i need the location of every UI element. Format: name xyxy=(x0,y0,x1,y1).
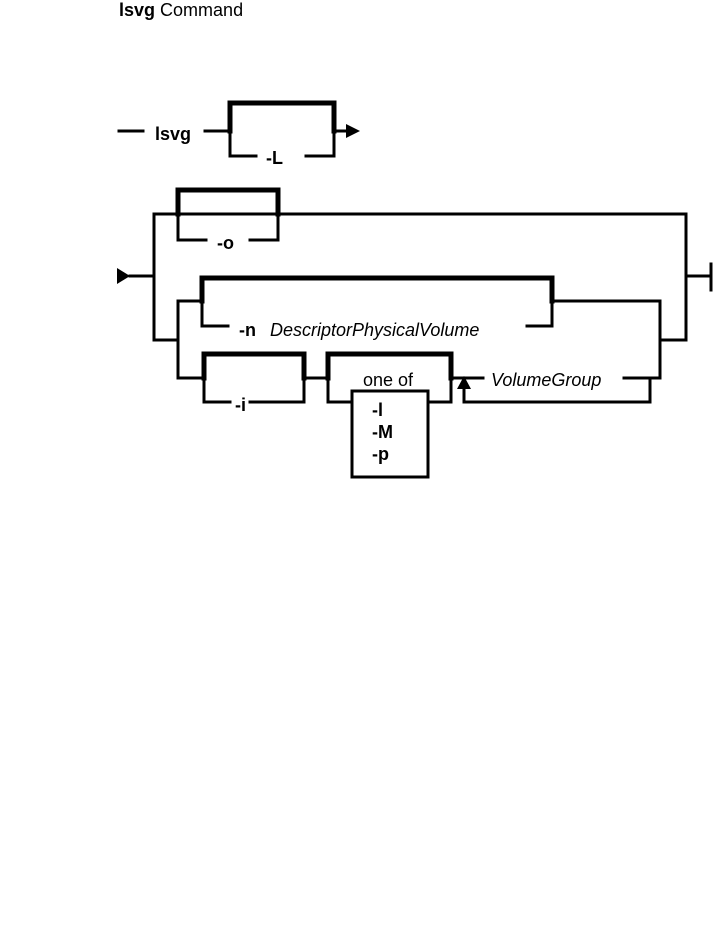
branch-one-of-right xyxy=(426,376,453,404)
branch-i-right xyxy=(248,376,306,404)
descriptor-pv: DescriptorPhysicalVolume xyxy=(270,320,479,340)
row-1: lsvg -L xyxy=(117,100,360,168)
sub-branch-left xyxy=(176,299,204,380)
option-L: -L xyxy=(266,148,283,168)
volume-group: VolumeGroup xyxy=(491,370,601,390)
repeat-loop xyxy=(462,376,652,404)
choice-p: -p xyxy=(372,444,389,464)
branch-one-of-left xyxy=(326,376,354,404)
branch-n-right xyxy=(525,299,554,328)
start-arrow-icon xyxy=(117,268,130,284)
bypass-o xyxy=(175,187,281,217)
branch-L-left xyxy=(228,129,258,158)
bypass-L xyxy=(227,100,337,134)
branch-o-left xyxy=(176,212,208,242)
row-2: -o -n DescriptorPhysicalVolume -i one of… xyxy=(117,187,713,479)
one-of-label: one of xyxy=(363,370,414,390)
branch-i-left xyxy=(202,376,232,404)
option-i: -i xyxy=(235,395,246,415)
title-command: lsvg xyxy=(119,0,156,20)
choice-box xyxy=(350,389,430,479)
continue-arrow-icon xyxy=(346,124,360,138)
command-name: lsvg xyxy=(155,124,191,144)
branch-n-left xyxy=(200,299,230,328)
option-n: -n xyxy=(239,320,256,340)
choice-M: -M xyxy=(372,422,393,442)
bypass-i xyxy=(201,351,307,381)
page-title: lsvg Command xyxy=(119,0,243,20)
branch-L-right xyxy=(304,129,336,158)
choice-l: -l xyxy=(372,400,383,420)
option-o: -o xyxy=(217,233,234,253)
repeat-arrow-icon xyxy=(457,376,471,389)
sub-branch-right xyxy=(550,299,662,380)
title-suffix: Command xyxy=(160,0,244,20)
branch-o-right xyxy=(248,212,280,242)
bypass-n xyxy=(199,275,555,304)
bypass-one-of xyxy=(325,351,454,381)
